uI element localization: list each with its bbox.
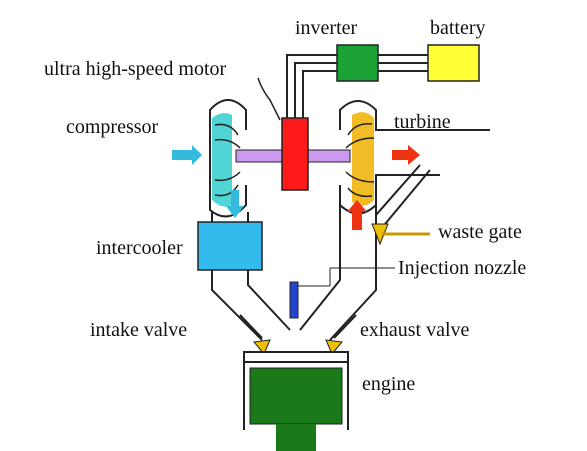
engine-label: engine <box>362 373 415 395</box>
motor-leader-line <box>257 77 281 121</box>
intake-valve-label: intake valve <box>90 319 187 341</box>
exhaust-valve <box>325 314 357 355</box>
motor-label: ultra high-speed motor <box>44 58 227 80</box>
compressor-label: compressor <box>66 116 159 138</box>
exhaust-valve-label: exhaust valve <box>360 319 470 341</box>
compressor-housing <box>209 99 247 218</box>
intake-valve <box>239 314 271 355</box>
motor-inverter-wires <box>286 54 337 118</box>
air-inlet-arrow <box>172 145 202 165</box>
inverter-battery-wires <box>378 54 428 72</box>
inverter-label: inverter <box>295 17 358 39</box>
battery-label: battery <box>430 17 486 39</box>
engine-cylinder <box>243 351 349 451</box>
exhaust-outlet-arrow <box>392 145 420 165</box>
turbine-label: turbine <box>394 111 451 133</box>
injection-nozzle <box>289 281 299 319</box>
exhaust-inlet-arrow <box>347 200 367 230</box>
waste-gate-label: waste gate <box>438 221 522 243</box>
compressor-outlet-arrow <box>226 190 244 218</box>
waste-gate-valve <box>371 223 430 246</box>
intercooler-label: intercooler <box>96 237 183 259</box>
battery-box <box>427 44 480 82</box>
injection-nozzle-label: Injection nozzle <box>398 257 526 279</box>
motor-box <box>281 117 309 191</box>
intercooler-box <box>197 221 263 271</box>
inverter-box <box>336 44 379 82</box>
intake-manifold <box>211 270 291 341</box>
